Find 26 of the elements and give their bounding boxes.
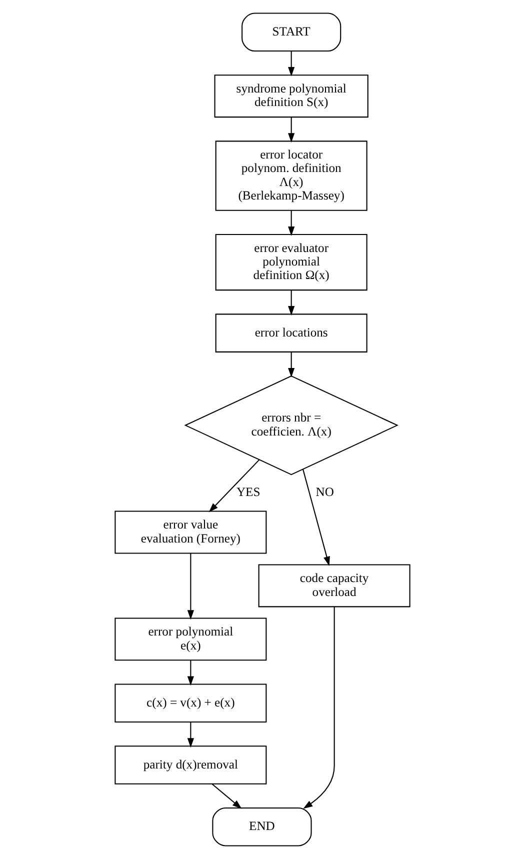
arrow: [288, 51, 294, 76]
node-box: error locations: [214, 314, 367, 352]
node-box: error polynomial e(x): [114, 618, 266, 661]
node-box: syndrome polynomial definition S(x): [214, 74, 368, 118]
arrow: [302, 607, 334, 809]
edge-label: NO: [315, 485, 334, 500]
arrow: [186, 722, 194, 748]
arrow: [288, 290, 294, 316]
node-diamond: errors nbr = coefficien. Λ(x): [184, 375, 398, 476]
arrow: [186, 660, 194, 686]
arrow: [211, 784, 242, 809]
edge-label: YES: [236, 485, 260, 500]
arrow: [288, 210, 294, 236]
arrow: [186, 554, 194, 620]
node-box: START: [241, 12, 341, 52]
node-box: error locator polynom. definition Λ(x) (Berlekamp-Massey): [214, 140, 367, 211]
node-box: error value evaluation (Forney): [114, 510, 266, 554]
node-box: c(x) = v(x) + e(x): [114, 684, 266, 723]
arrow: [288, 117, 294, 143]
node-box: parity d(x)removal: [114, 746, 266, 784]
node-box: error evaluator polynomial definition Ω(x): [214, 234, 367, 291]
node-box: END: [212, 807, 312, 846]
arrow: [208, 459, 260, 512]
arrow: [302, 469, 330, 566]
node-box: code capacity overload: [258, 564, 410, 608]
arrow: [288, 352, 294, 378]
